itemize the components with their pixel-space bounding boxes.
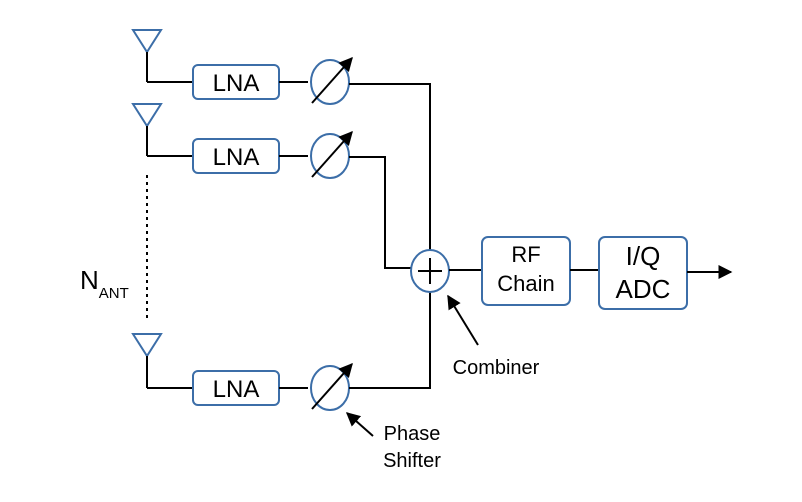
iq-adc-block: I/Q ADC <box>598 236 688 310</box>
rf-chain-block: RF Chain <box>481 236 571 306</box>
combiner-pointer-arrow <box>447 294 479 346</box>
iq-adc-label-line1: I/Q <box>626 241 661 271</box>
antenna-branch-1: LNA <box>131 29 431 253</box>
n-ant-label: NANT <box>80 265 129 302</box>
antenna-icon <box>131 103 193 157</box>
lna-label-2: LNA <box>213 144 260 171</box>
lna-label-1: LNA <box>213 70 260 97</box>
iq-adc-label-line2: ADC <box>616 274 671 304</box>
phase-shifter-pointer-arrow <box>345 412 374 437</box>
rf-chain-label-line1: RF <box>511 242 540 267</box>
antenna-branch-2: LNA <box>131 103 411 269</box>
phase-shifter-label-line2: Shifter <box>383 450 441 472</box>
variable-phase-shifter-icon <box>310 362 353 411</box>
lna-label-n: LNA <box>213 376 260 403</box>
combiner-label: Combiner <box>453 357 540 379</box>
variable-phase-shifter-icon <box>310 56 353 105</box>
phase-shifter-label-line1: Phase <box>384 423 441 445</box>
summing-junction-plus-icon <box>410 249 450 293</box>
rf-chain-label-line2: Chain <box>497 271 554 296</box>
n-ant-subscript: ANT <box>99 285 129 302</box>
variable-phase-shifter-icon <box>310 130 353 179</box>
antenna-branch-n: LNA <box>131 290 431 411</box>
n-ant-indicator: NANT <box>80 175 148 318</box>
antenna-icon <box>131 29 193 83</box>
antenna-icon <box>131 333 193 389</box>
n-ant-main: N <box>80 265 99 295</box>
